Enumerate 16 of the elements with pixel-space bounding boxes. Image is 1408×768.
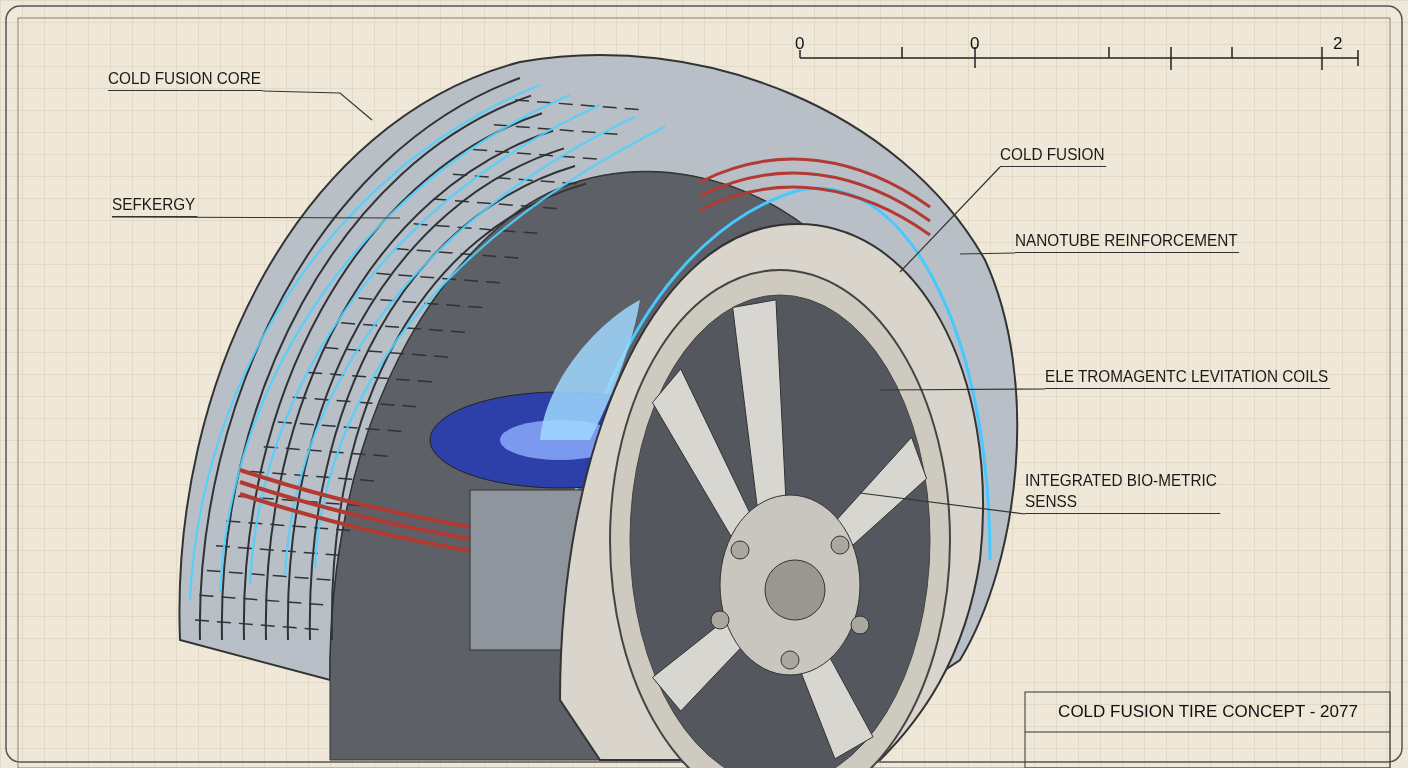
callout-label: COLD FUSION CORE <box>108 68 263 91</box>
scale-number: 2 <box>1333 34 1343 54</box>
callout-label: NANOTUBE REINFORCEMENT <box>1015 230 1240 253</box>
leader-line <box>879 388 1046 391</box>
callout-label: SEFKERGY <box>112 194 198 217</box>
leader-line <box>111 216 401 219</box>
leader-line <box>262 90 373 121</box>
leader-line <box>859 492 1026 515</box>
scale-number: 0 <box>795 34 805 54</box>
leader-line <box>959 252 1016 255</box>
callout-label: COLD FUSION <box>1000 144 1107 167</box>
scale-number: 0 <box>970 34 980 54</box>
drawing-title: COLD FUSION TIRE CONCEPT - 2077 <box>1057 701 1359 723</box>
callout-label: ELE TROMAGENTC LEVITATION COILS <box>1045 366 1330 389</box>
callout-label: INTEGRATED BIO-METRIC SENSS <box>1025 470 1221 514</box>
leader-line <box>899 166 1001 273</box>
